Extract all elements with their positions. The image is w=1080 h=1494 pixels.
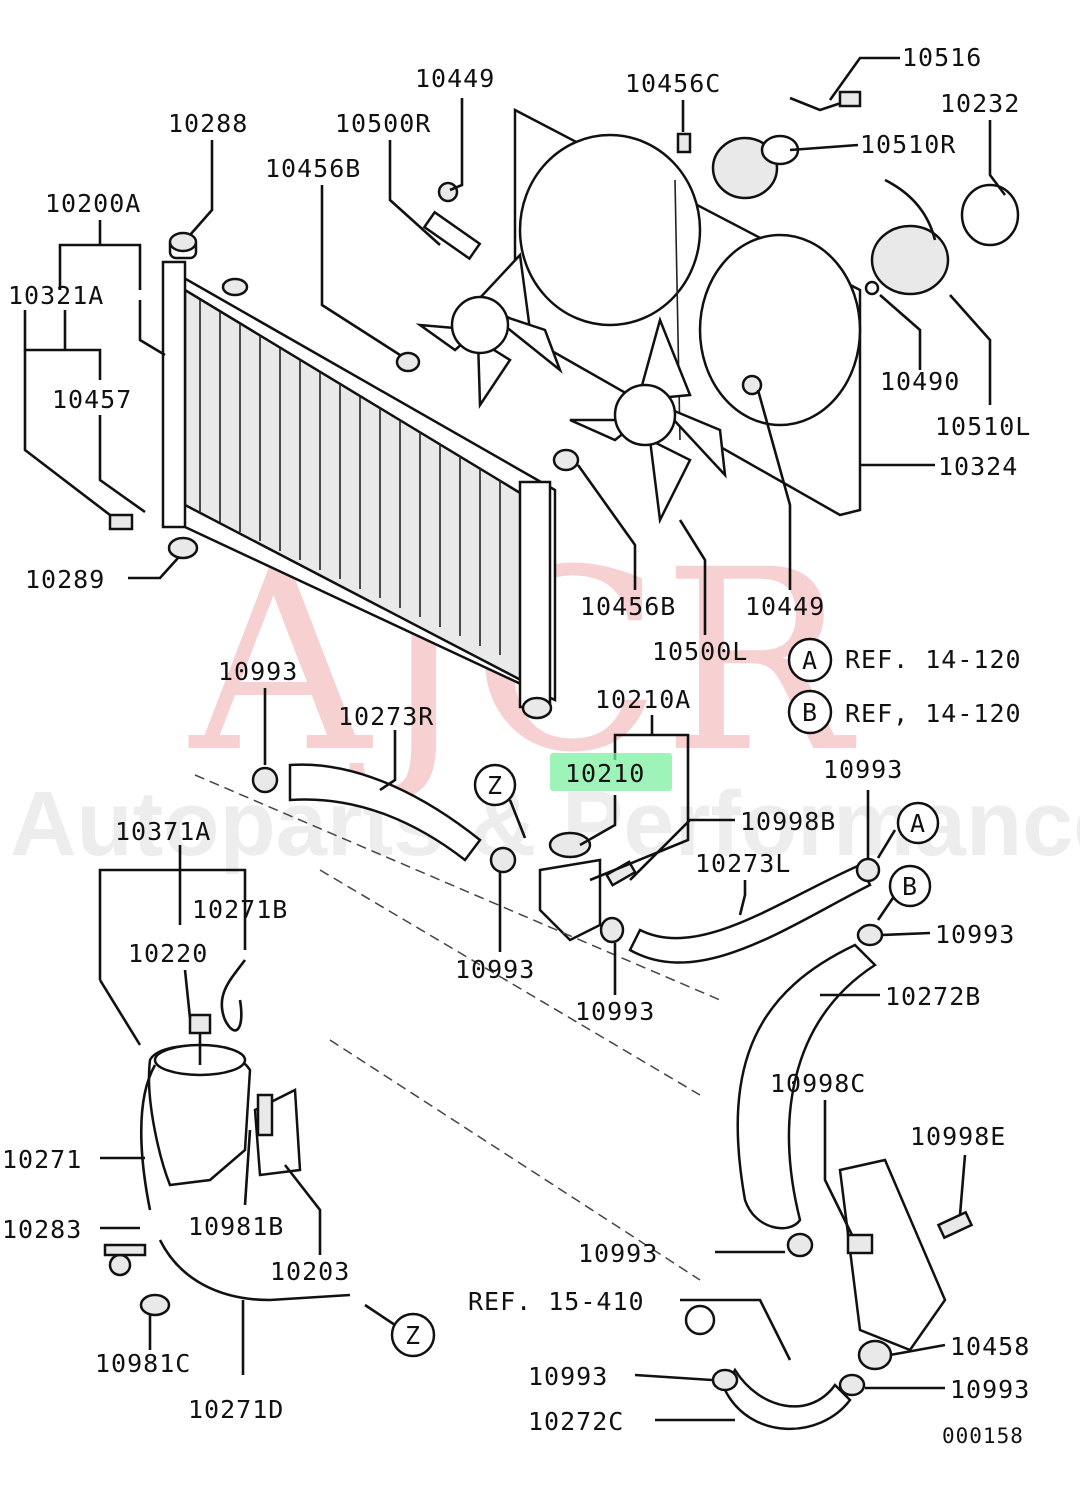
callout-z-bottom: Z [405,1321,421,1350]
upper-hose-right [251,763,482,862]
label-10200a: 10200A [45,189,141,218]
callout-a-ref: A [802,646,818,675]
fan-right [415,210,563,409]
label-10500r: 10500R [335,109,431,138]
label-10458: 10458 [950,1332,1030,1361]
label-10993-h: 10993 [950,1375,1030,1404]
label-ref-a: REF. 14-120 [845,645,1022,674]
label-10232: 10232 [940,89,1020,118]
callout-z-top: Z [487,771,503,800]
label-10210a: 10210A [595,685,691,714]
label-10993-f: 10993 [578,1239,658,1268]
label-10449-mid: 10449 [745,592,825,621]
callout-b-ref: B [802,698,818,727]
label-10203: 10203 [270,1257,350,1286]
fan-motor-upper [711,134,800,200]
fan-motor-lower [870,178,1020,296]
label-10271d: 10271D [188,1395,284,1424]
label-10272c: 10272C [528,1407,624,1436]
engine-pipe [684,1158,974,1371]
callout-circles: A B A B Z Z [390,637,940,1358]
diagram-code: 000158 [942,1424,1024,1448]
label-10516: 10516 [902,43,982,72]
label-10510l: 10510L [935,412,1031,441]
upper-hose-left [599,857,881,964]
label-10993-a: 10993 [218,657,298,686]
label-10981c: 10981C [95,1349,191,1378]
label-10993-c: 10993 [575,997,655,1026]
label-10288: 10288 [168,109,248,138]
label-10272b: 10272B [885,982,981,1011]
label-10456b-top: 10456B [265,154,361,183]
label-10993-e: 10993 [935,920,1015,949]
label-10500l: 10500L [652,637,748,666]
label-10993-d: 10993 [823,755,903,784]
label-10273l: 10273L [695,849,791,878]
label-10324: 10324 [938,452,1018,481]
label-10220: 10220 [128,939,208,968]
thermostat-housing [489,831,637,942]
leader-lines [23,56,1007,1422]
label-10371a: 10371A [115,817,211,846]
label-10457: 10457 [52,385,132,414]
label-10456b-mid: 10456B [580,592,676,621]
reservoir-bracket [103,1088,302,1317]
label-10490: 10490 [880,367,960,396]
label-ref-15-410: REF. 15-410 [468,1287,645,1316]
highlight-10210 [550,753,672,791]
label-ref-b: REF, 14-120 [845,699,1022,728]
label-10271b: 10271B [192,895,288,924]
label-10210: 10210 [565,759,645,788]
label-10998b: 10998B [740,807,836,836]
label-10271: 10271 [2,1145,82,1174]
overflow-hose [140,959,351,1302]
callout-a-hose: A [910,809,926,838]
label-10993-b: 10993 [455,955,535,984]
radiator-lower-port [521,696,553,720]
callout-b-hose: B [902,872,918,901]
part-labels: 10516 10232 10456C 10449 10288 10500R 10… [2,43,1031,1448]
label-10449-top: 10449 [415,64,495,93]
label-10321a: 10321A [8,281,104,310]
radiator-upper-port [221,277,249,297]
label-10981b: 10981B [188,1212,284,1241]
guide-lines [194,774,721,1281]
label-10993-g: 10993 [528,1362,608,1391]
fan-shroud [513,107,862,517]
label-10289: 10289 [25,565,105,594]
label-10510r: 10510R [860,130,956,159]
radiator-bottom-mount [167,536,199,560]
label-10273r: 10273R [338,702,434,731]
label-10283: 10283 [2,1215,82,1244]
fan-left [569,316,727,525]
small-parts [108,132,880,531]
label-10998e: 10998E [910,1122,1006,1151]
label-10456c: 10456C [625,69,721,98]
lower-outlet-hose [711,1367,866,1430]
wire-connector [789,90,862,112]
reservoir-tank [147,1013,252,1187]
label-10998c: 10998C [770,1069,866,1098]
radiator [161,236,557,720]
